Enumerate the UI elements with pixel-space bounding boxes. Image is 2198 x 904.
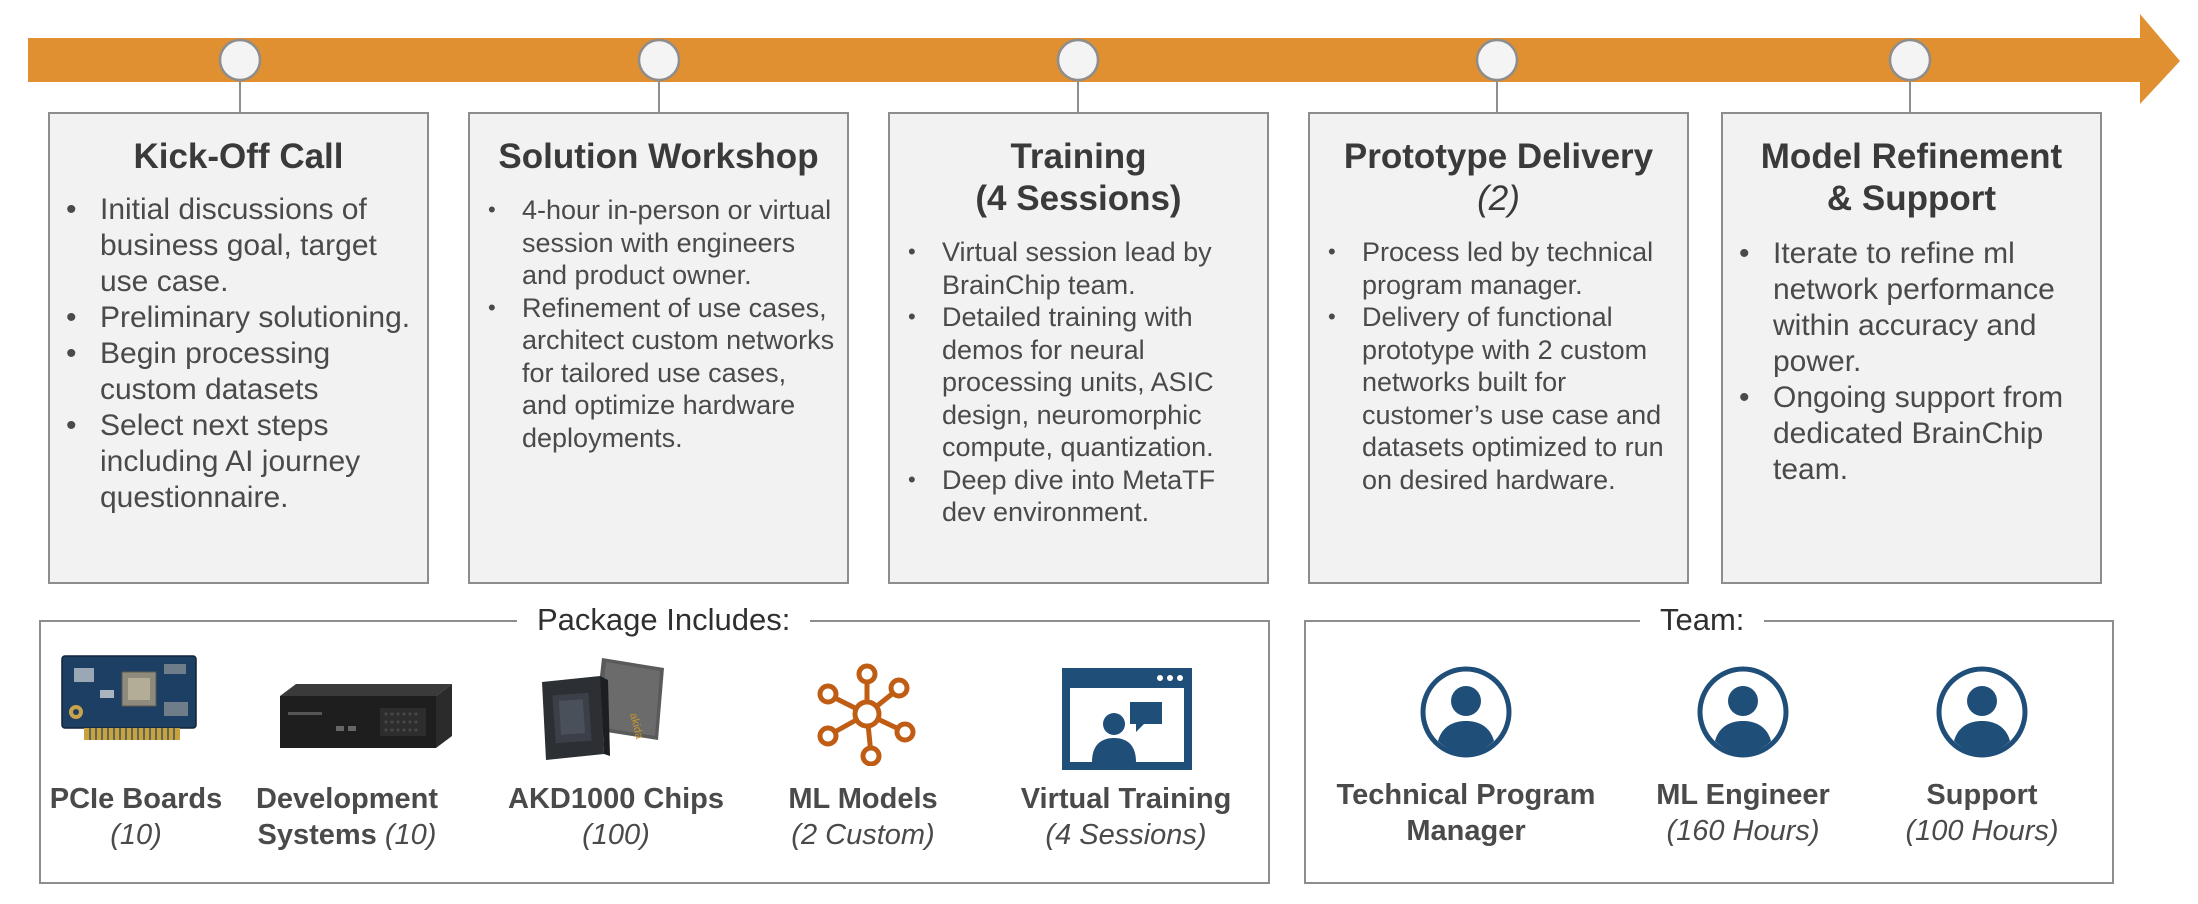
- phase-bullet: Delivery of functional prototype with 2 …: [1310, 301, 1675, 496]
- phase-title: Model Refinement & Support: [1723, 136, 2100, 220]
- team-member-name: ML Engineer: [1656, 779, 1830, 811]
- package-item-name-line2: Systems (10): [236, 817, 458, 853]
- phase-title: Training (4 Sessions): [890, 136, 1267, 220]
- timeline-arrow: [28, 14, 2180, 104]
- phase-title-text: Model Refinement: [1760, 137, 2063, 176]
- phase-bullet: Detailed training with demos for neural …: [890, 301, 1255, 464]
- milestone-marker: [1056, 38, 1100, 82]
- package-item-name: AKD1000 Chips: [508, 783, 724, 815]
- milestone-connector: [239, 80, 241, 112]
- package-item-qty: (2 Custom): [791, 819, 935, 851]
- phase-bullet: Preliminary solutioning.: [50, 300, 413, 336]
- package-item-name: PCIe Boards: [49, 783, 223, 815]
- phase-title: Solution Workshop: [470, 136, 847, 178]
- milestone-connector: [658, 80, 660, 112]
- person-icon: [1420, 666, 1512, 758]
- package-item-development-systems: Development Systems (10): [236, 781, 458, 853]
- phase-title-text: Training: [1010, 137, 1147, 176]
- phase-bullet-list: Virtual session lead by BrainChip team. …: [890, 236, 1267, 529]
- milestone-marker: [218, 38, 262, 82]
- phase-title-text: Kick-Off Call: [133, 137, 344, 176]
- phase-title-text: Prototype Delivery: [1343, 137, 1654, 176]
- package-item-qty: (100): [582, 819, 650, 851]
- akd1000-chip-icon: akida: [542, 658, 664, 760]
- team-member-name: Technical Program: [1336, 779, 1596, 811]
- package-item-qty: (10): [384, 819, 437, 851]
- milestone-marker: [1888, 38, 1932, 82]
- phase-title: Prototype Delivery (2): [1310, 136, 1687, 220]
- milestone-marker: [1475, 38, 1519, 82]
- package-item-name-cont: Systems: [257, 819, 377, 851]
- pcie-board-icon: [61, 655, 197, 740]
- development-system-icon: [280, 684, 452, 748]
- timeline-arrow-shape: [28, 14, 2180, 104]
- package-item-qty: (4 Sessions): [1045, 819, 1207, 851]
- phase-subtitle: (4 Sessions): [975, 179, 1182, 218]
- milestone-marker: [637, 38, 681, 82]
- phase-card-kickoff: Kick-Off Call Initial discussions of bus…: [48, 112, 429, 584]
- phase-bullet: Begin processing custom datasets: [50, 336, 413, 408]
- phase-bullet: Ongoing support from dedicated BrainChip…: [1723, 380, 2086, 488]
- phase-title: Kick-Off Call: [50, 136, 427, 178]
- milestone-markers: [218, 38, 1932, 82]
- phase-bullet: Refinement of use cases, architect custo…: [470, 292, 835, 455]
- phase-bullet-list: Iterate to refine ml network performance…: [1723, 236, 2100, 488]
- team-member-hours: (160 Hours): [1666, 815, 1820, 847]
- package-includes-title: Package Includes:: [517, 602, 811, 638]
- phase-subtitle: & Support: [1826, 179, 1997, 218]
- package-item-pcie-boards: PCIe Boards (10): [40, 781, 232, 853]
- package-item-qty: (10): [110, 819, 162, 851]
- phase-bullet: Iterate to refine ml network performance…: [1723, 236, 2086, 380]
- team-title: Team:: [1640, 602, 1765, 638]
- milestone-connector: [1496, 80, 1498, 112]
- phase-title-text: Solution Workshop: [498, 137, 819, 176]
- phase-bullet: Select next steps including AI journey q…: [50, 408, 413, 516]
- phase-card-model-refinement: Model Refinement & Support Iterate to re…: [1721, 112, 2102, 584]
- team-member-name: Support: [1926, 779, 2038, 811]
- network-graph-icon: [817, 663, 916, 766]
- phase-bullet: Process led by technical program manager…: [1310, 236, 1675, 301]
- video-call-icon: [1062, 668, 1192, 770]
- team-member-technical-program-manager: Technical Program Manager: [1316, 777, 1616, 849]
- package-item-akd1000-chips: AKD1000 Chips (100): [490, 781, 742, 853]
- team-member-support: Support (100 Hours): [1872, 777, 2092, 849]
- phase-bullet: Deep dive into MetaTF dev environment.: [890, 464, 1255, 529]
- phase-bullet-list: 4-hour in-person or virtual session with…: [470, 194, 847, 454]
- phase-bullet: 4-hour in-person or virtual session with…: [470, 194, 835, 292]
- phase-bullet-list: Initial discussions of business goal, ta…: [50, 192, 427, 516]
- team-panel: Team:: [1304, 602, 2114, 884]
- phase-card-solution-workshop: Solution Workshop 4-hour in-person or vi…: [468, 112, 849, 584]
- milestone-connector: [1909, 80, 1911, 112]
- phase-subtitle: (2): [1477, 179, 1520, 218]
- phase-card-prototype-delivery: Prototype Delivery (2) Process led by te…: [1308, 112, 1689, 584]
- package-includes-panel: Package Includes:: [39, 602, 1270, 884]
- package-item-name: ML Models: [788, 783, 938, 815]
- phase-bullet-list: Process led by technical program manager…: [1310, 236, 1687, 496]
- team-member-ml-engineer: ML Engineer (160 Hours): [1623, 777, 1863, 849]
- team-member-hours: (100 Hours): [1905, 815, 2059, 847]
- milestone-connector: [1077, 80, 1079, 112]
- phase-card-training: Training (4 Sessions) Virtual session le…: [888, 112, 1269, 584]
- team-member-name-line2: Manager: [1406, 815, 1526, 847]
- package-item-name: Virtual Training: [1020, 783, 1232, 815]
- phase-bullet: Initial discussions of business goal, ta…: [50, 192, 413, 300]
- package-item-name: Development: [255, 783, 439, 815]
- phase-bullet: Virtual session lead by BrainChip team.: [890, 236, 1255, 301]
- package-item-ml-models: ML Models (2 Custom): [752, 781, 974, 853]
- package-item-virtual-training: Virtual Training (4 Sessions): [1004, 781, 1248, 853]
- person-icon: [1936, 666, 2028, 758]
- person-icon: [1697, 666, 1789, 758]
